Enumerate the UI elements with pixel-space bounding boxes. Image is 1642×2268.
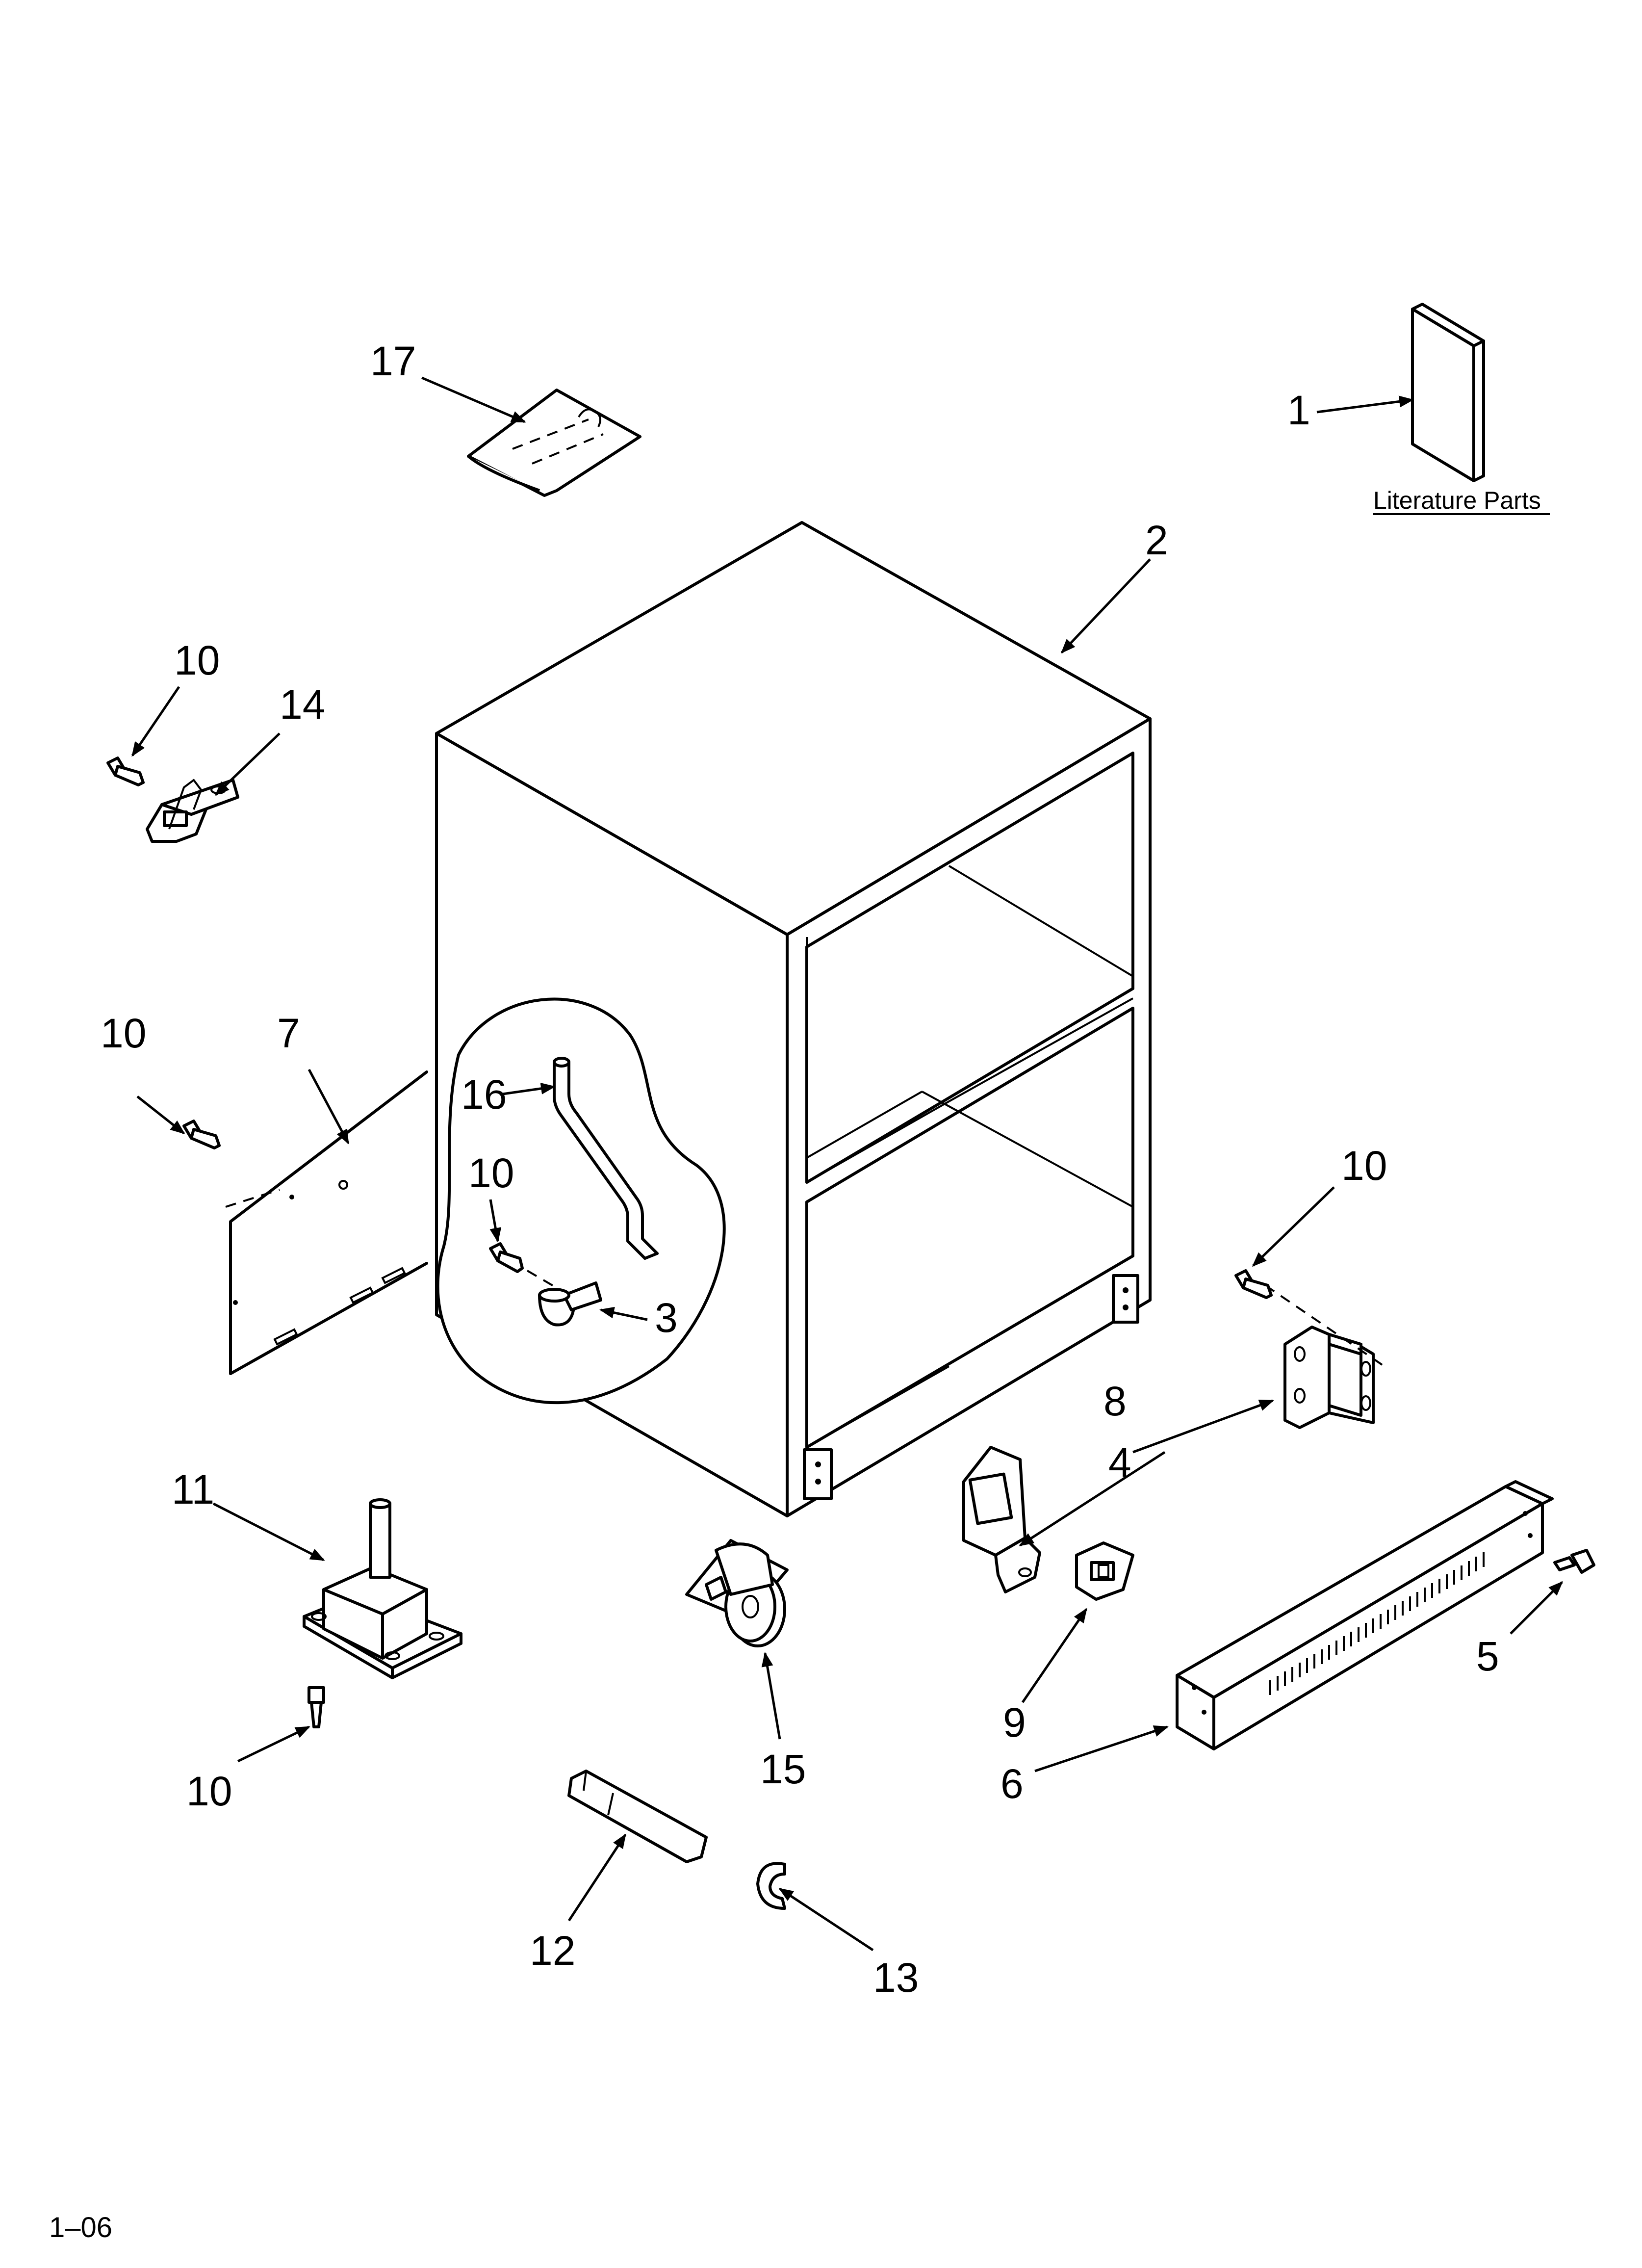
cutaway-view bbox=[436, 997, 726, 1405]
screw-part bbox=[489, 1242, 524, 1273]
screw-part bbox=[308, 1686, 325, 1728]
e-clip-part bbox=[756, 1862, 786, 1910]
caster-wheel-part bbox=[685, 1539, 789, 1647]
callout-7: 7 bbox=[277, 1010, 300, 1056]
switch-part bbox=[1075, 1541, 1134, 1601]
callout-2: 2 bbox=[1145, 517, 1168, 563]
callout-17: 17 bbox=[370, 338, 416, 384]
callout-5: 5 bbox=[1476, 1633, 1499, 1679]
callout-numbers: 1 2 3 4 5 6 7 8 9 10 10 10 10 10 11 12 1… bbox=[101, 338, 1499, 2001]
bracket-part bbox=[962, 1446, 1041, 1593]
literature-parts-label: Literature Parts bbox=[1373, 487, 1541, 514]
screw-part bbox=[1234, 1269, 1273, 1299]
callout-6: 6 bbox=[1001, 1761, 1024, 1807]
callout-13: 13 bbox=[873, 1955, 919, 2001]
callout-10-panel: 10 bbox=[101, 1010, 146, 1056]
callout-11: 11 bbox=[172, 1466, 214, 1512]
callout-10-cutaway: 10 bbox=[468, 1150, 514, 1196]
literature-booklet-part bbox=[1411, 303, 1485, 482]
screw-part bbox=[1553, 1549, 1595, 1574]
mounting-bracket-part bbox=[1283, 1326, 1375, 1429]
access-panel-part bbox=[229, 1070, 428, 1375]
callout-1: 1 bbox=[1287, 387, 1310, 433]
callout-12: 12 bbox=[530, 1928, 575, 1974]
callout-10-right: 10 bbox=[1341, 1143, 1387, 1189]
clamp-part bbox=[538, 1281, 602, 1327]
screw-part bbox=[106, 756, 145, 786]
callout-10-lower-left: 10 bbox=[186, 1768, 232, 1814]
callout-3: 3 bbox=[655, 1295, 678, 1341]
leader-lines bbox=[131, 376, 1564, 1952]
callout-16: 16 bbox=[461, 1071, 507, 1118]
callout-8: 8 bbox=[1103, 1378, 1127, 1424]
leveling-leg-part bbox=[303, 1498, 462, 1679]
toe-grille-part bbox=[1176, 1480, 1554, 1750]
callout-9: 9 bbox=[1003, 1699, 1026, 1746]
hardware-bag-part bbox=[467, 389, 641, 497]
callout-10-upper-left: 10 bbox=[174, 637, 220, 683]
bracket-clip-part bbox=[146, 779, 239, 843]
screw-part bbox=[182, 1120, 221, 1149]
shaft-part bbox=[567, 1770, 708, 1863]
page-code: 1–06 bbox=[49, 2212, 112, 2243]
callout-14: 14 bbox=[280, 681, 325, 728]
drain-tube-part bbox=[553, 1057, 659, 1260]
callout-4: 4 bbox=[1108, 1439, 1131, 1486]
callout-15: 15 bbox=[760, 1746, 806, 1792]
